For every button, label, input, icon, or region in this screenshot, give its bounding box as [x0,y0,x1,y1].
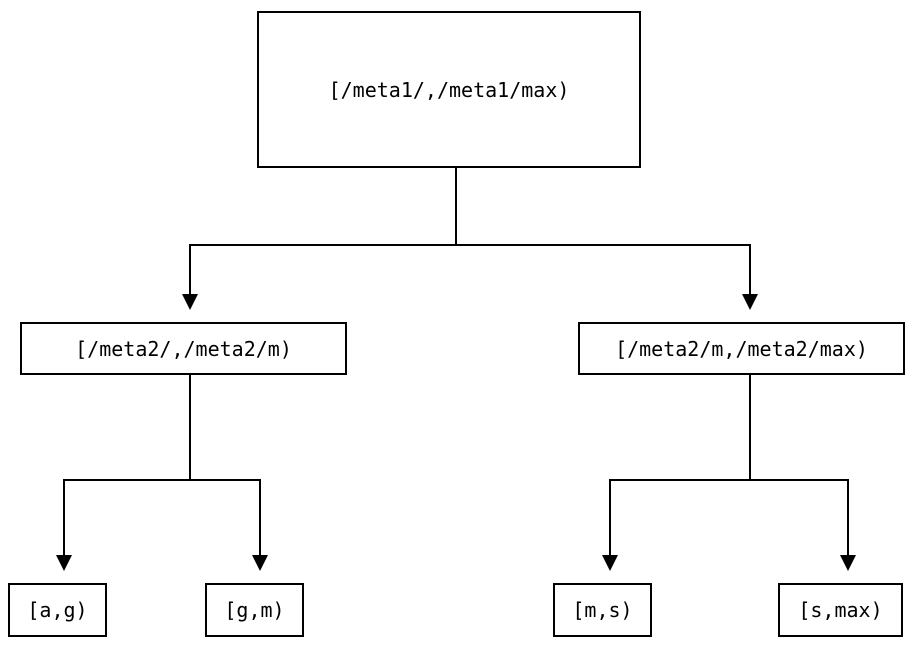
arrowhead-icon [742,294,758,310]
edge-root-to-mid-right [455,168,758,310]
edge-mid-left-to-leaf-a-g [56,375,191,571]
tree-node-mid-right[interactable]: [/meta2/m,/meta2/max) [578,322,905,375]
edge-mid-right-to-leaf-m-s [602,375,751,571]
tree-node-root[interactable]: [/meta1/,/meta1/max) [257,11,641,168]
arrowhead-icon [182,294,198,310]
tree-node-leaf-s-max-label: [s,max) [798,598,883,622]
arrowhead-icon [602,555,618,571]
tree-node-leaf-s-max[interactable]: [s,max) [778,583,903,637]
arrowhead-icon [840,555,856,571]
tree-node-leaf-m-s[interactable]: [m,s) [553,583,652,637]
tree-node-root-label: [/meta1/,/meta1/max) [328,77,570,102]
tree-node-mid-left-label: [/meta2/,/meta2/m) [75,336,292,361]
tree-node-mid-right-label: [/meta2/m,/meta2/max) [615,336,868,361]
tree-node-mid-left[interactable]: [/meta2/,/meta2/m) [20,322,347,375]
edge-root-to-mid-left [182,168,457,310]
tree-node-leaf-a-g[interactable]: [a,g) [8,583,107,637]
tree-node-leaf-g-m[interactable]: [g,m) [205,583,304,637]
tree-node-leaf-m-s-label: [m,s) [572,598,633,622]
edge-mid-left-to-leaf-g-m [189,375,268,571]
tree-node-leaf-a-g-label: [a,g) [27,598,88,622]
edge-mid-right-to-leaf-s-max [749,375,856,571]
arrowhead-icon [56,555,72,571]
tree-node-leaf-g-m-label: [g,m) [224,598,285,622]
arrowhead-icon [252,555,268,571]
